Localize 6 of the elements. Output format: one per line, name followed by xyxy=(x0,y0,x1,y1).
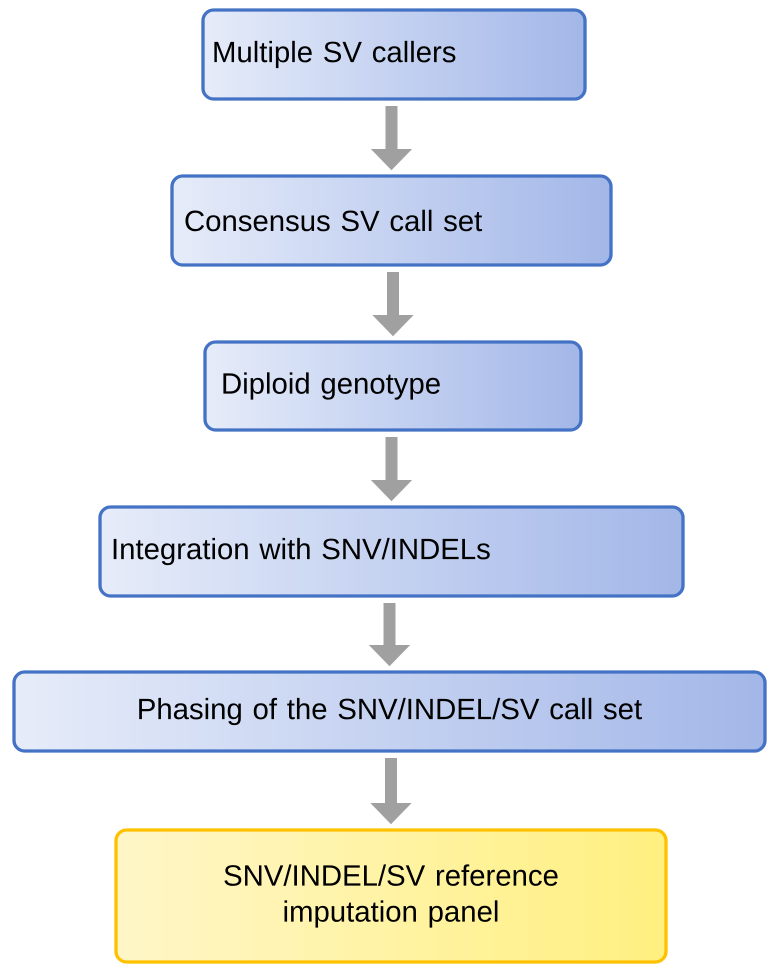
process-box: Diploid genotype xyxy=(203,340,583,432)
process-box: Integration with SNV/INDELs xyxy=(98,505,685,598)
process-box: Multiple SV callers xyxy=(201,8,587,101)
process-box: SNV/INDEL/SV reference imputation panel xyxy=(114,828,668,964)
process-box: Consensus SV call set xyxy=(170,174,613,267)
process-box: Phasing of the SNV/INDEL/SV call set xyxy=(12,670,767,753)
